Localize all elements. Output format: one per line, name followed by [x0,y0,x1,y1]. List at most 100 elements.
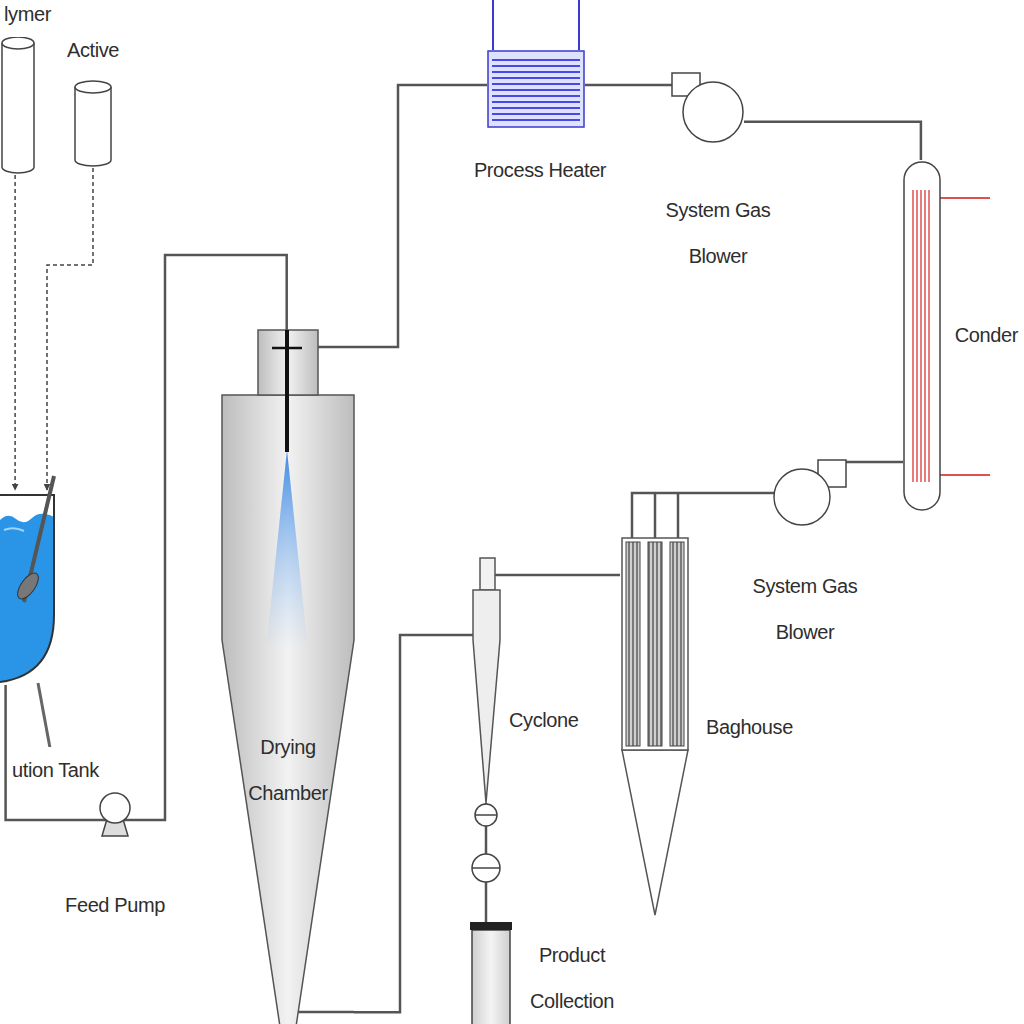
cyclone: Cyclone [470,558,502,803]
solution-tank: ution Tank [0,490,56,685]
shape-part [472,867,500,869]
process-pipe [502,574,620,577]
shape-part [222,395,354,1024]
shape-part [492,71,580,73]
shape-part [492,59,580,61]
shape-part [473,590,500,803]
shape-part [470,922,512,930]
equipment-label: Cyclone [507,697,580,743]
equipment-label: lymer [2,0,53,37]
shape-part [492,107,580,109]
shape-part [492,0,494,50]
equipment-label: System Gas Blower [655,187,781,279]
equipment-label: Baghouse [704,704,795,750]
shape-part [924,190,926,482]
tank-leg [38,683,50,748]
feed-line [14,175,16,490]
bag-tube [654,493,657,538]
shape-part [492,101,580,103]
shape-part [622,538,688,750]
shape-part [492,83,580,85]
equipment-label: Drying Chamber [242,724,334,816]
storage-tank-outline [0,35,36,175]
collection-vessel-outline [470,922,512,1024]
shape-part [472,854,500,882]
shape-part [492,60,580,120]
shape-part [272,347,302,350]
shape-part [266,450,308,650]
bag-tube [677,493,680,538]
shape-part [475,804,497,826]
equipment-label: Feed Pump [63,882,167,928]
shape-part [488,51,584,127]
shape-part [683,82,743,142]
collection-vessel: Product Collection [470,922,512,1024]
shape-part [4,528,24,531]
condenser-outline [903,160,941,512]
shape-part [298,1011,354,1014]
shape-part [75,81,111,93]
shape-part [475,814,497,816]
storage-tank: Active [73,80,113,168]
shape-part [495,574,502,577]
shape-part [492,65,580,67]
baghouse: Baghouse [620,538,690,918]
rotary-valve [475,804,497,826]
shape-part [648,542,662,746]
process-pipe [632,493,774,538]
process-pipe [585,84,672,87]
gas-blower: System Gas Blower [672,70,744,145]
gas-blower-outline [774,446,846,528]
equipment-label: System Gas Blower [742,563,868,655]
shape-part [774,469,830,525]
equipment-label: Active [65,27,121,73]
solution-tank-outline [0,490,56,685]
storage-tank: lymer [0,35,36,175]
shape-part [492,89,580,91]
equipment-label: Conder [953,312,1020,358]
shape-part [904,162,940,510]
shape-part [916,190,918,482]
shape-part [75,87,111,166]
cyclone-outline [470,558,502,803]
shape-part [492,113,580,115]
condenser: Conder [903,160,941,512]
process-pipe [354,85,487,347]
shape-part [318,346,354,349]
feed-line [47,168,93,490]
shape-part [912,190,914,482]
gas-blower: System Gas Blower [774,446,846,528]
process-pipe [354,635,470,1012]
shape-part [622,750,688,915]
shape-part [578,0,580,50]
shape-part [100,793,130,823]
shape-part [492,95,580,97]
storage-tank-outline [73,80,113,168]
feed-pump-outline [98,792,132,838]
process-pipe [846,461,903,464]
shape-part [0,495,54,682]
equipment-label: ution Tank [10,747,101,793]
shape-part [14,570,43,603]
shape-part [913,190,929,482]
gas-blower-outline [672,70,744,145]
rotary-valve [472,854,500,882]
process-pipe [744,122,921,160]
shape-part [472,930,510,1024]
shape-part [492,119,580,121]
shape-part [2,37,34,49]
drying-chamber-outline [222,330,354,1024]
shape-part [492,77,580,79]
shape-part [670,542,684,746]
shape-part [2,43,34,173]
process-heater-outline [487,50,585,128]
baghouse-outline [620,538,690,918]
drying-chamber: Drying Chamber [222,330,354,1024]
feed-pump: Feed Pump [98,792,132,838]
equipment-label: Product Collection [515,932,629,1024]
shape-part [480,558,495,590]
equipment-label: Process Heater [472,147,608,193]
shape-part [626,542,640,746]
shape-part [920,190,922,482]
